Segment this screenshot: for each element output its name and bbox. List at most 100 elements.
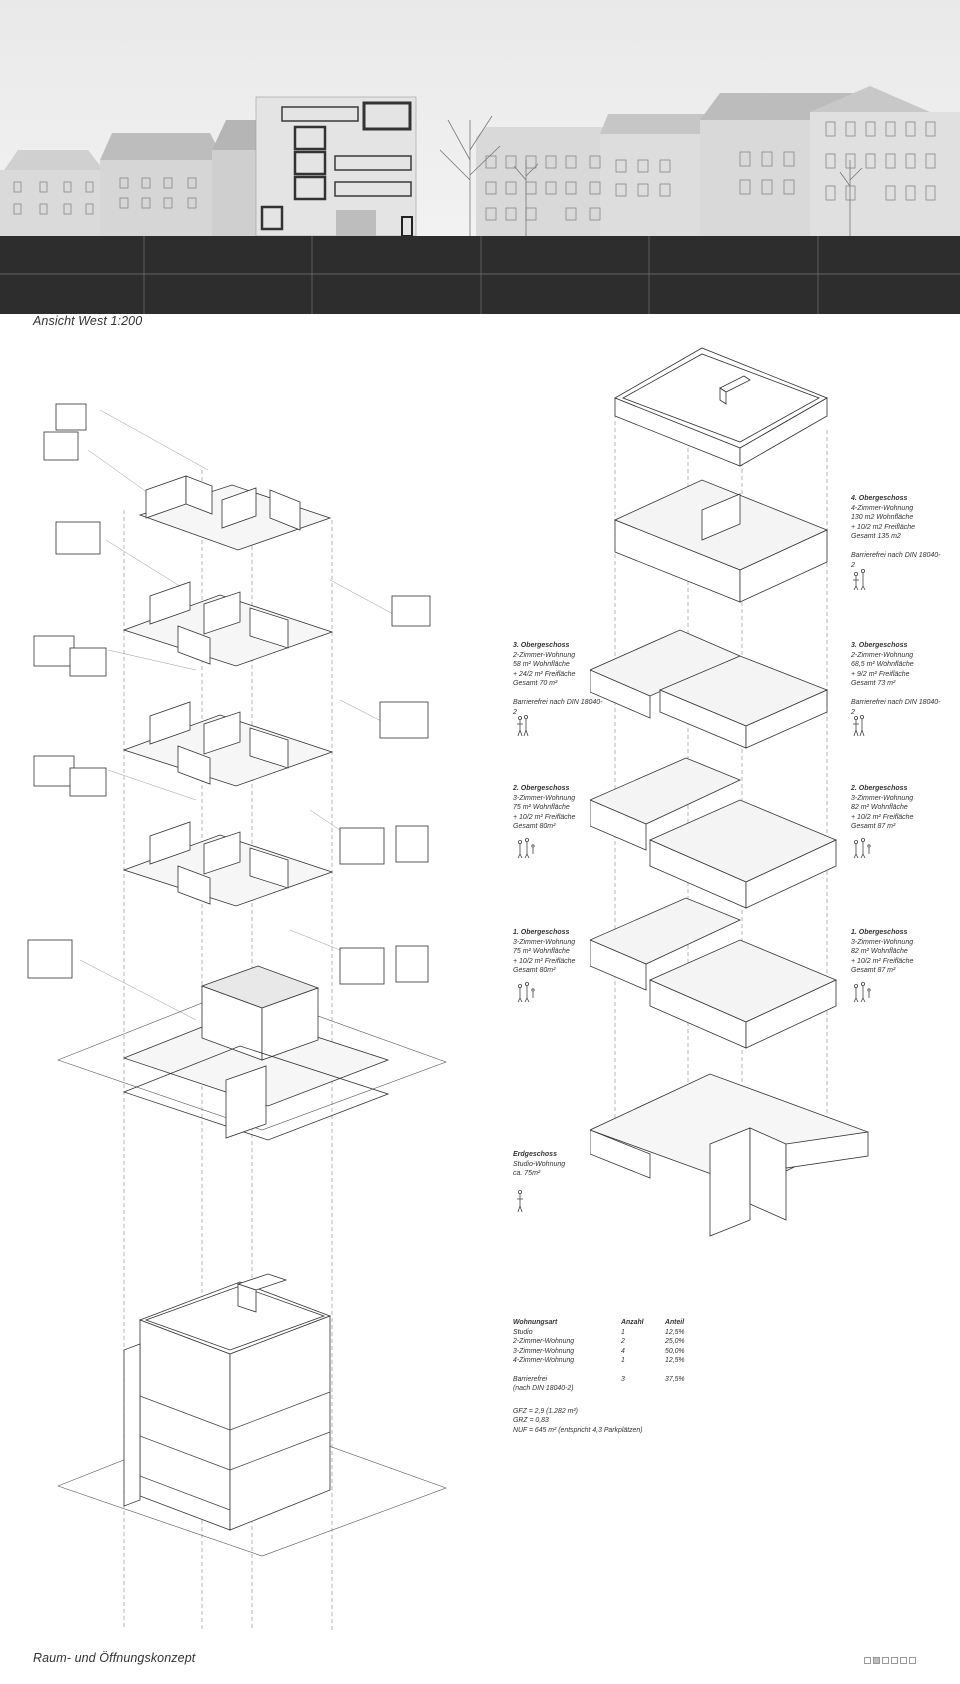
person-icon <box>517 981 535 1003</box>
label-og2-left: 2. Obergeschoss 3-Zimmer-Wohnung 75 m² W… <box>513 784 603 832</box>
total-area: Gesamt 135 m2 <box>851 533 901 541</box>
unit-type: 3-Zimmer-Wohnung <box>513 938 576 946</box>
living-area: 58 m² Wohnfläche <box>513 661 570 669</box>
footer-caption: Raum- und Öffnungskonzept <box>33 1651 196 1665</box>
label-og1-left: 1. Obergeschoss 3-Zimmer-Wohnung 75 m² W… <box>513 928 603 976</box>
unit-mix-table: Wohnungsart Anzahl Anteil Studio 1 12,5%… <box>513 1318 705 1394</box>
page-dot[interactable] <box>909 1657 916 1664</box>
total-area: Gesamt 80m² <box>513 823 556 831</box>
header-unit-type: Wohnungsart <box>513 1319 558 1326</box>
floor-title: 3. Obergeschoss <box>851 642 908 649</box>
floor-title: 2. Obergeschoss <box>513 785 570 792</box>
outdoor-area: + 10/2 m² Freifläche <box>851 813 914 821</box>
cell-count: 4 <box>621 1347 625 1355</box>
outdoor-area: + 10/2 m2 Freifläche <box>851 523 916 531</box>
living-area: 82 m² Wohnfläche <box>851 804 908 812</box>
header-count: Anzahl <box>621 1319 644 1326</box>
cell-unit-type: 2-Zimmer-Wohnung <box>513 1338 575 1345</box>
person-icon <box>517 714 529 737</box>
floor-title: Erdgeschoss <box>513 1151 557 1158</box>
table-row: 4-Zimmer-Wohnung 1 12,5% <box>513 1356 705 1366</box>
table-row: 2-Zimmer-Wohnung 2 25,0% <box>513 1337 705 1347</box>
label-og3-left: 3. Obergeschoss 2-Zimmer-Wohnung 58 m² W… <box>513 641 603 717</box>
unit-type: Studio-Wohnung <box>513 1160 566 1168</box>
label-eg: Erdgeschoss Studio-Wohnung ca. 75m² <box>513 1150 603 1179</box>
unit-type: 3-Zimmer-Wohnung <box>851 794 914 802</box>
living-area: 75 m² Wohnfläche <box>513 804 570 812</box>
cell-share: 25,0% <box>665 1338 685 1345</box>
cell-unit-type: Barrierefrei <box>513 1375 548 1383</box>
elevation-caption: Ansicht West 1:200 <box>33 314 143 328</box>
cell-note: (nach DIN 18040-2) <box>513 1385 574 1392</box>
label-og4-right: 4. Obergeschoss 4-Zimmer-Wohnung 130 m2 … <box>851 494 941 570</box>
floor-title: 2. Obergeschoss <box>851 785 908 792</box>
table-row: Studio 1 12,5% <box>513 1328 705 1338</box>
living-area: 75 m² Wohnfläche <box>513 948 570 956</box>
person-icon <box>853 569 866 591</box>
table-row-barrierefrei: Barrierefrei 3 37,5% <box>513 1375 705 1385</box>
total-area: Gesamt 70 m² <box>513 680 558 688</box>
outdoor-area: + 9/2 m² Freifläche <box>851 670 910 678</box>
outdoor-area: + 10/2 m² Freifläche <box>851 957 914 965</box>
cell-count: 1 <box>621 1357 625 1364</box>
total-area: Gesamt 73 m² <box>851 680 896 688</box>
floor-title: 3. Obergeschoss <box>513 642 570 649</box>
metric-nuf: NUF = 645 m² (entspricht 4,3 Parkplätzen… <box>513 1426 643 1434</box>
page-dot[interactable] <box>900 1657 907 1664</box>
accessibility-note: Barrierefrei nach DIN 18040-2 <box>851 698 941 716</box>
outdoor-area: + 10/2 m² Freifläche <box>513 813 576 821</box>
living-area: 82 m² Wohnfläche <box>851 948 908 956</box>
header-share: Anteil <box>665 1319 685 1326</box>
cell-count: 1 <box>621 1328 625 1336</box>
floor-title: 1. Obergeschoss <box>513 929 570 936</box>
floor-title: 1. Obergeschoss <box>851 929 908 936</box>
cell-count: 2 <box>621 1338 625 1345</box>
metric-gfz: GFZ = 2,9 (1.282 m²) <box>513 1407 578 1415</box>
table-row: 3-Zimmer-Wohnung 4 50,0% <box>513 1347 705 1357</box>
person-icon <box>853 714 865 737</box>
metric-grz: GRZ = 0,83 <box>513 1417 549 1424</box>
unit-type: 4-Zimmer-Wohnung <box>851 504 914 512</box>
cell-share: 50,0% <box>665 1347 685 1355</box>
cell-share: 37,5% <box>665 1375 685 1383</box>
table-header-row: Wohnungsart Anzahl Anteil <box>513 1318 705 1328</box>
west-elevation <box>0 0 960 314</box>
unit-type: 3-Zimmer-Wohnung <box>851 938 914 946</box>
unit-type: 3-Zimmer-Wohnung <box>513 794 576 802</box>
site-metrics: GFZ = 2,9 (1.282 m²) GRZ = 0,83 NUF = 64… <box>513 1407 713 1436</box>
page-dot[interactable] <box>873 1657 880 1664</box>
living-area: ca. 75m² <box>513 1170 541 1178</box>
label-og1-right: 1. Obergeschoss 3-Zimmer-Wohnung 82 m² W… <box>851 928 941 976</box>
cell-share: 12,5% <box>665 1328 685 1336</box>
outdoor-area: + 24/2 m² Freifläche <box>513 670 576 678</box>
exploded-axonometric-opening-concept <box>0 340 470 1640</box>
table-row: (nach DIN 18040-2) <box>513 1384 705 1394</box>
exploded-floor-stack <box>590 340 880 1240</box>
page-indicator <box>864 1657 916 1664</box>
page-dot[interactable] <box>882 1657 889 1664</box>
person-icon <box>853 981 871 1003</box>
cell-share: 12,5% <box>665 1357 685 1364</box>
floor-title: 4. Obergeschoss <box>851 495 908 502</box>
page-dot[interactable] <box>891 1657 898 1664</box>
person-icon <box>853 837 871 859</box>
label-og2-right: 2. Obergeschoss 3-Zimmer-Wohnung 82 m² W… <box>851 784 941 832</box>
total-area: Gesamt 87 m² <box>851 967 896 975</box>
accessibility-note: Barrierefrei nach DIN 18040-2 <box>513 698 603 716</box>
accessibility-note: Barrierefrei nach DIN 18040-2 <box>851 551 941 569</box>
page-dot[interactable] <box>864 1657 871 1664</box>
outdoor-area: + 10/2 m² Freifläche <box>513 957 576 965</box>
unit-type: 2-Zimmer-Wohnung <box>513 651 576 659</box>
living-area: 130 m2 Wohnfläche <box>851 514 914 522</box>
cell-unit-type: Studio <box>513 1328 533 1336</box>
unit-summary: Wohnungsart Anzahl Anteil Studio 1 12,5%… <box>513 1318 713 1435</box>
cell-unit-type: 3-Zimmer-Wohnung <box>513 1347 575 1355</box>
unit-type: 2-Zimmer-Wohnung <box>851 651 914 659</box>
label-og3-right: 3. Obergeschoss 2-Zimmer-Wohnung 68,5 m²… <box>851 641 941 717</box>
cell-unit-type: 4-Zimmer-Wohnung <box>513 1357 575 1364</box>
person-icon <box>517 837 535 859</box>
person-icon <box>517 1189 523 1213</box>
total-area: Gesamt 87 m² <box>851 823 896 831</box>
